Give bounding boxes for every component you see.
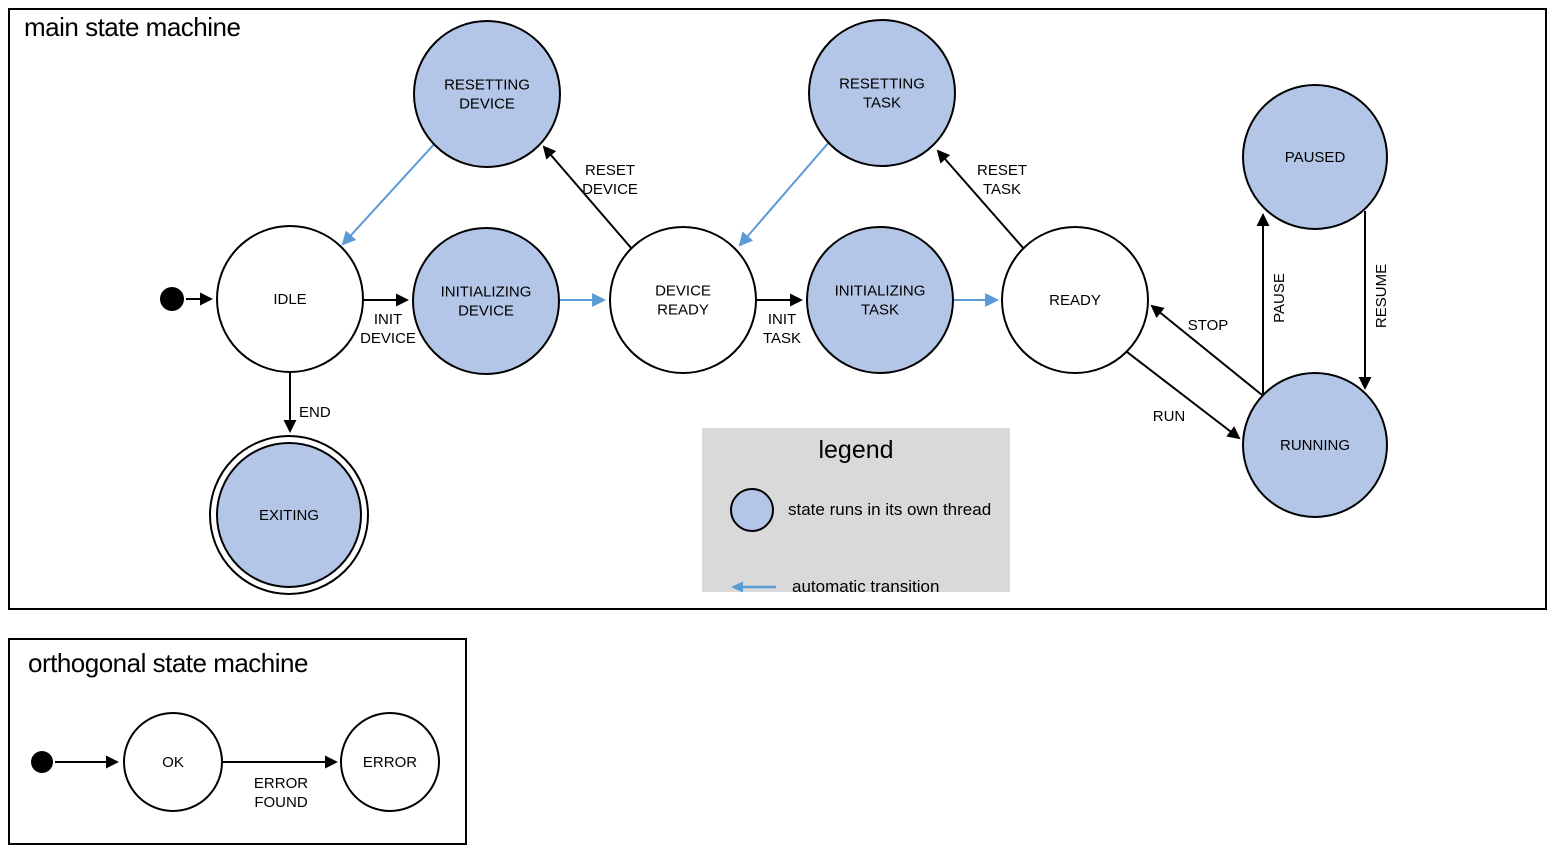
state-label-idle: IDLE: [273, 291, 306, 308]
transition-running-to-ready-stop: [1150, 304, 1263, 396]
transition-ready-to-running-run: [1126, 351, 1241, 440]
legend-item-label: automatic transition: [792, 577, 940, 596]
state-idle: [216, 225, 364, 373]
transition-label-device-ready-to-initializing-task: INIT: [768, 311, 796, 328]
state-error: [340, 712, 440, 812]
transition-label-ready-to-resetting-task: RESET: [977, 162, 1027, 179]
initial-state-dot: [160, 287, 184, 311]
state-label-initializing-task: INITIALIZING: [835, 283, 926, 300]
transition-label-running-to-paused-pause: PAUSE: [1271, 273, 1288, 323]
state-label-error: ERROR: [363, 754, 417, 771]
state-label-resetting-task: TASK: [863, 95, 901, 112]
auto-transition-arrow-icon: [730, 580, 778, 594]
state-paused: [1242, 84, 1388, 230]
transition-label-idle-to-exiting-end: END: [299, 404, 331, 421]
state-label-device-ready: READY: [657, 302, 709, 319]
state-resetting-task: [808, 19, 956, 167]
state-device-ready: [609, 226, 757, 374]
transition-label-device-ready-to-initializing-task: TASK: [763, 330, 801, 347]
transition-device-ready-to-resetting-device: [542, 145, 633, 250]
state-label-device-ready: DEVICE: [655, 283, 711, 300]
state-ready: [1001, 226, 1149, 374]
state-initializing-task: [806, 226, 954, 374]
state-label-paused: PAUSED: [1285, 149, 1346, 166]
main-machine-title: main state machine: [24, 12, 241, 42]
transition-label-ok-to-error: FOUND: [254, 794, 307, 811]
transition-label-running-to-ready-stop: STOP: [1188, 317, 1229, 334]
transition-label-device-ready-to-resetting-device: DEVICE: [582, 181, 638, 198]
transition-label-ok-to-error: ERROR: [254, 775, 308, 792]
transition-ready-to-resetting-task: [936, 149, 1025, 250]
state-resetting-device: [413, 20, 561, 168]
state-label-resetting-device: RESETTING: [444, 77, 530, 94]
transition-label-ready-to-running-run: RUN: [1153, 408, 1186, 425]
transition-label-device-ready-to-resetting-device: RESET: [585, 162, 635, 179]
state-label-initializing-task: TASK: [861, 302, 899, 319]
orthogonal-state-machine-box: [8, 638, 467, 845]
state-label-exiting: EXITING: [259, 507, 319, 524]
state-label-resetting-device: DEVICE: [459, 96, 515, 113]
transition-label-idle-to-initializing-device: INIT: [374, 311, 402, 328]
state-ok: [123, 712, 223, 812]
main-state-machine-box: [8, 8, 1547, 610]
transition-label-idle-to-initializing-device: DEVICE: [360, 330, 416, 347]
legend-box: legend state runs in its own thread auto…: [702, 428, 1010, 596]
legend-title: legend: [818, 436, 894, 464]
state-running: [1242, 372, 1388, 518]
transition-label-paused-to-running-resume: RESUME: [1373, 264, 1390, 328]
state-label-ok: OK: [162, 754, 184, 771]
transition-resetting-task-to-device-ready: [738, 140, 831, 247]
initial-state-dot: [31, 751, 53, 773]
transition-label-ready-to-resetting-task: TASK: [983, 181, 1021, 198]
state-label-initializing-device: INITIALIZING: [441, 284, 532, 301]
state-exiting: [216, 442, 362, 588]
state-label-running: RUNNING: [1280, 437, 1350, 454]
legend-item-threaded-state: state runs in its own thread: [730, 487, 991, 533]
state-label-ready: READY: [1049, 292, 1101, 309]
legend-item-automatic-transition: automatic transition: [730, 577, 940, 596]
state-label-initializing-device: DEVICE: [458, 303, 514, 320]
orthogonal-machine-title: orthogonal state machine: [28, 648, 308, 678]
state-initializing-device: [412, 227, 560, 375]
thread-state-circle-icon: [730, 488, 774, 532]
transition-resetting-device-to-idle: [341, 140, 438, 246]
state-label-resetting-task: RESETTING: [839, 76, 925, 93]
legend-item-label: state runs in its own thread: [788, 500, 992, 519]
